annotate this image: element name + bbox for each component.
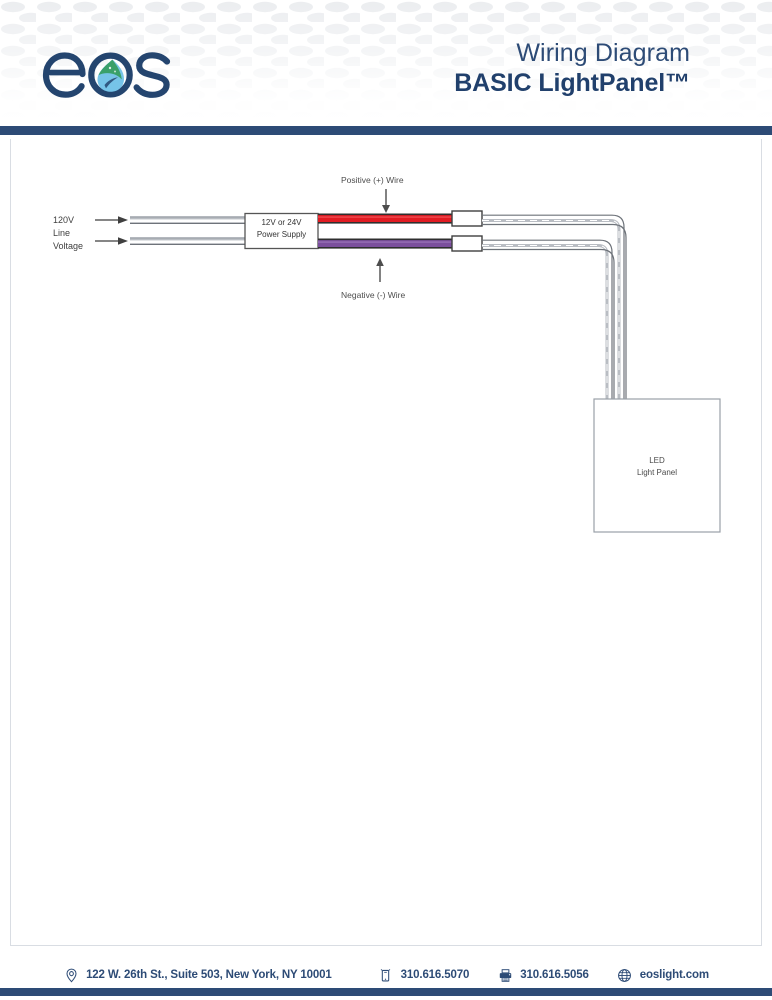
power-supply-label-l2: Power Supply <box>256 229 307 239</box>
globe-icon <box>617 967 633 983</box>
power-supply-label-l1: 12V or 24V <box>261 218 302 227</box>
positive-wire-label: Positive (+) Wire <box>341 175 404 185</box>
location-pin-icon <box>63 967 79 983</box>
power-supply-label: 12V or 24V Power Supply <box>246 217 317 240</box>
negative-wire-label: Negative (-) Wire <box>341 290 406 300</box>
footer-website-text[interactable]: eoslight.com <box>639 969 709 981</box>
page-subtitle: BASIC LightPanel™ <box>454 69 690 97</box>
led-light-panel-label-l2: Light Panel <box>636 468 678 477</box>
line-voltage-label-l1: 120V <box>53 215 75 225</box>
led-light-panel-label: LED Light Panel <box>595 455 719 479</box>
footer-phone: 310.616.5070 <box>378 967 470 983</box>
footer-address: 122 W. 26th St., Suite 503, New York, NY… <box>63 967 332 983</box>
mobile-phone-icon <box>378 967 394 983</box>
footer-phone-text: 310.616.5070 <box>400 969 470 981</box>
footer-contact-row: 122 W. 26th St., Suite 503, New York, NY… <box>0 962 772 988</box>
line-voltage-label-l2: Line <box>53 228 71 238</box>
footer-fax-text: 310.616.5056 <box>520 969 589 981</box>
page-title: Wiring Diagram <box>516 39 690 67</box>
eos-logo-icon <box>42 52 171 98</box>
document-body-frame <box>10 139 762 946</box>
line-voltage-label: 120V Line Voltage <box>53 214 83 253</box>
footer-address-text: 122 W. 26th St., Suite 503, New York, NY… <box>86 969 332 981</box>
page-header: Wiring Diagram BASIC LightPanel™ <box>0 0 772 122</box>
line-voltage-label-l3: Voltage <box>53 241 84 251</box>
fax-machine-icon <box>497 967 513 983</box>
header-divider-bar <box>0 126 772 135</box>
footer-website[interactable]: eoslight.com <box>617 967 709 983</box>
footer-fax: 310.616.5056 <box>497 967 589 983</box>
led-light-panel-label-l1: LED <box>649 456 665 465</box>
footer-divider-bar <box>0 988 772 996</box>
header-title-block: Wiring Diagram BASIC LightPanel™ <box>454 39 690 97</box>
